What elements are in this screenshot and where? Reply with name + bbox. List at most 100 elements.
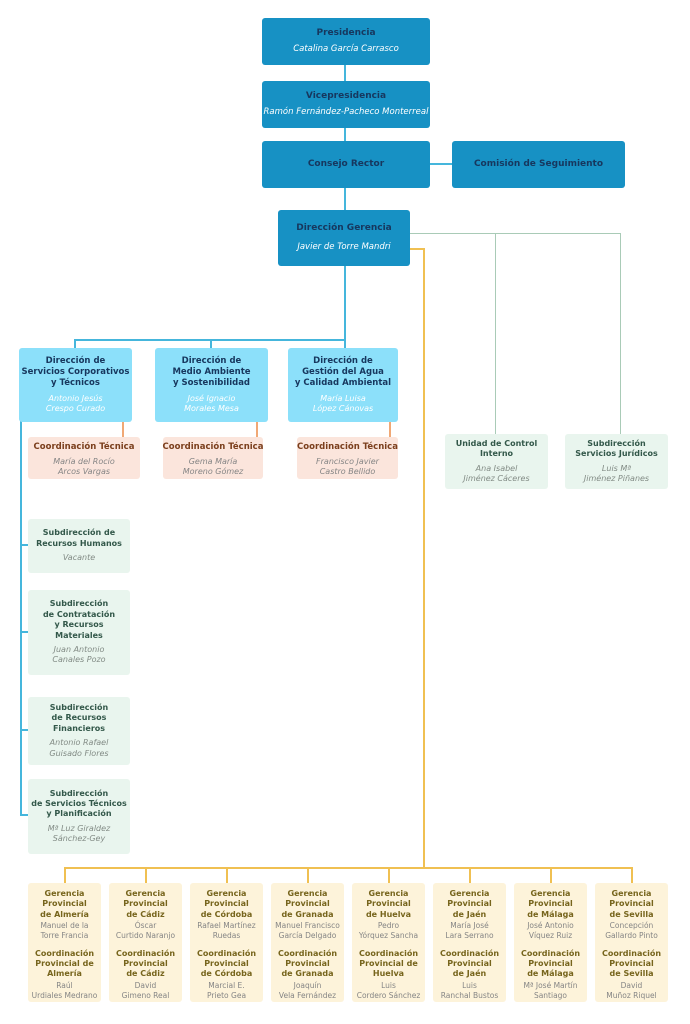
person-name: Antonio Rafael Guisado Flores (49, 738, 109, 758)
connector-gerencia-provincias-elbow (410, 248, 424, 250)
node-comision-seguimiento: Comisión de Seguimiento (452, 141, 625, 188)
box-title: Coordinación Provincial de Granada (277, 948, 338, 979)
person-name: María José Lara Serrano (445, 921, 494, 940)
box-title: Gerencia Provincial de Almería (40, 889, 89, 919)
connector-gerencia-direcciones (344, 266, 346, 352)
connector-stub-coordinacion-3 (389, 422, 391, 437)
person-name: Joaquín Vela Fernández (278, 980, 337, 1000)
node-unidad-control-interno: Unidad de Control Interno Ana Isabel Jim… (445, 434, 548, 489)
connector-consejo-comision (430, 163, 452, 165)
person-name: Óscar Curtido Naranjo (115, 921, 176, 940)
person-name: David Gimeno Real (121, 980, 170, 1000)
node-direccion-gestion-agua: Dirección de Gestión del Agua y Calidad … (288, 348, 398, 422)
person-name: Raúl Urdiales Medrano (31, 980, 98, 1000)
gerencia-provincial: Gerencia Provincial de Jaén María José L… (445, 889, 493, 941)
box-title: Gerencia Provincial de Sevilla (609, 889, 654, 919)
connector-stub-direccion-1 (74, 341, 76, 349)
person-name: Mª Luz Giraldez Sánchez-Gey (47, 823, 111, 844)
connector-provincias-horizontal (64, 867, 633, 869)
person-name: Luis Mª Jiménez Piñanes (583, 463, 650, 483)
gerencia-provincial: Gerencia Provincial de Huelva Pedro Yórq… (359, 889, 418, 941)
person-name: Francisco Javier Castro Bellido (316, 457, 379, 477)
person-name: Rafael Martínez Ruedas (197, 921, 256, 940)
person-name: Luis Ranchal Bustos (440, 980, 499, 1000)
box-title: Coordinación Provincial de Córdoba (196, 948, 257, 979)
connector-stub-subdireccion-1 (22, 544, 30, 546)
connector-stub-provincia-6 (469, 869, 471, 883)
box-title: Gerencia Provincial de Málaga (527, 889, 574, 919)
node-consejo-rector: Consejo Rector (262, 141, 430, 188)
box-title: Coordinación Provincial de Jaén (439, 948, 500, 979)
box-title: Vicepresidencia (305, 91, 387, 102)
box-title: Subdirección de Recursos Humanos (36, 528, 122, 548)
coordinacion-provincial: Coordinación Provincial de Huelva Luis C… (357, 949, 421, 1001)
box-title: Comisión de Seguimiento (473, 158, 604, 169)
box-title: Coordinación Provincial de Cádiz (115, 948, 176, 979)
node-provincia-jaen: Gerencia Provincial de Jaén María José L… (433, 883, 506, 1002)
node-subdireccion-servicios-juridicos: Subdirección Servicios Jurídicos Luis Mª… (565, 434, 668, 489)
box-title: Subdirección de Contratación y Recursos … (42, 599, 116, 640)
connector-stub-subdireccion-2 (22, 631, 30, 633)
person-name: Pedro Yórquez Sancha (358, 921, 419, 940)
person-name: Gema María Moreno Gómez (182, 457, 244, 477)
coordinacion-provincial: Coordinación Provincial de Almería Raúl … (32, 949, 98, 1001)
coordinacion-provincial: Coordinación Provincial de Sevilla David… (602, 949, 661, 1001)
box-title: Gerencia Provincial de Huelva (365, 889, 412, 919)
gerencia-provincial: Gerencia Provincial de Cádiz Óscar Curti… (116, 889, 175, 941)
connector-stub-subdireccion-3 (22, 729, 30, 731)
person-name: Concepción Gallardo Pinto (605, 921, 658, 940)
connector-stub-provincia-1 (64, 869, 66, 883)
node-provincia-malaga: Gerencia Provincial de Málaga José Anton… (514, 883, 587, 1002)
box-title: Gerencia Provincial de Córdoba (200, 889, 253, 919)
connector-stub-provincia-5 (388, 869, 390, 883)
person-name: Luis Cordero Sánchez (356, 980, 421, 1000)
box-title: Subdirección de Recursos Financieros (49, 703, 109, 733)
connector-stub-subdireccion-4 (22, 814, 30, 816)
person-name: José Antonio Víquez Ruiz (527, 921, 574, 940)
node-subdireccion-recursos-financieros: Subdirección de Recursos Financieros Ant… (28, 697, 130, 765)
box-title: Subdirección de Servicios Técnicos y Pla… (31, 788, 127, 819)
connector-consejo-gerencia (344, 188, 346, 210)
box-title: Gerencia Provincial de Jaén (447, 889, 492, 919)
box-title: Dirección de Servicios Corporativos y Té… (21, 355, 130, 388)
connector-staff-vertical-1 (495, 233, 496, 434)
person-name: Manuel Francisco García Delgado (275, 921, 340, 940)
node-subdireccion-servicios-tecnicos: Subdirección de Servicios Técnicos y Pla… (28, 779, 130, 854)
person-name: Ramón Fernández-Pacheco Monterreal (263, 106, 429, 117)
box-title: Coordinación Provincial de Málaga (520, 948, 581, 979)
node-presidencia: Presidencia Catalina García Carrasco (262, 18, 430, 65)
node-coordinacion-tecnica-3: Coordinación Técnica Francisco Javier Ca… (297, 437, 398, 479)
person-name: Mª José Martín Santiago (523, 980, 578, 1000)
connector-stub-provincia-7 (550, 869, 552, 883)
node-subdireccion-contratacion: Subdirección de Contratación y Recursos … (28, 590, 130, 675)
connector-stub-provincia-3 (226, 869, 228, 883)
box-title: Coordinación Provincial de Sevilla (601, 948, 662, 979)
connector-stub-provincia-8 (631, 869, 633, 883)
box-title: Gerencia Provincial de Granada (281, 889, 334, 919)
person-name: Juan Antonio Canales Pozo (52, 644, 106, 665)
node-provincia-cordoba: Gerencia Provincial de Córdoba Rafael Ma… (190, 883, 263, 1002)
box-title: Gerencia Provincial de Cádiz (123, 889, 168, 919)
connector-direcciones-horizontal (74, 339, 346, 341)
person-name: María Luisa López Cánovas (312, 393, 374, 414)
node-provincia-almeria: Gerencia Provincial de Almería Manuel de… (28, 883, 101, 1002)
person-name: José Ignacio Morales Mesa (184, 393, 239, 414)
box-title: Dirección de Medio Ambiente y Sostenibil… (172, 355, 251, 388)
connector-subdirecciones-vertical (20, 421, 22, 816)
gerencia-provincial: Gerencia Provincial de Málaga José Anton… (527, 889, 574, 941)
node-vicepresidencia: Vicepresidencia Ramón Fernández-Pacheco … (262, 81, 430, 128)
person-name: María del Rocío Arcos Vargas (53, 457, 115, 477)
box-title: Dirección Gerencia (296, 222, 392, 233)
connector-provincias-vertical (423, 248, 425, 869)
person-name: Ana Isabel Jiménez Cáceres (463, 463, 530, 483)
connector-vicepresidencia-consejo (344, 128, 346, 141)
box-title: Coordinación Provincial de Almería (34, 948, 95, 979)
connector-stub-coordinacion-1 (122, 422, 124, 437)
box-title: Coordinación Provincial de Huelva (358, 948, 419, 979)
node-coordinacion-tecnica-2: Coordinación Técnica Gema María Moreno G… (163, 437, 263, 479)
person-name: Javier de Torre Mandri (297, 242, 391, 253)
connector-stub-coordinacion-2 (256, 422, 258, 437)
connector-stub-provincia-2 (145, 869, 147, 883)
connector-staff-vertical-2 (620, 233, 621, 434)
